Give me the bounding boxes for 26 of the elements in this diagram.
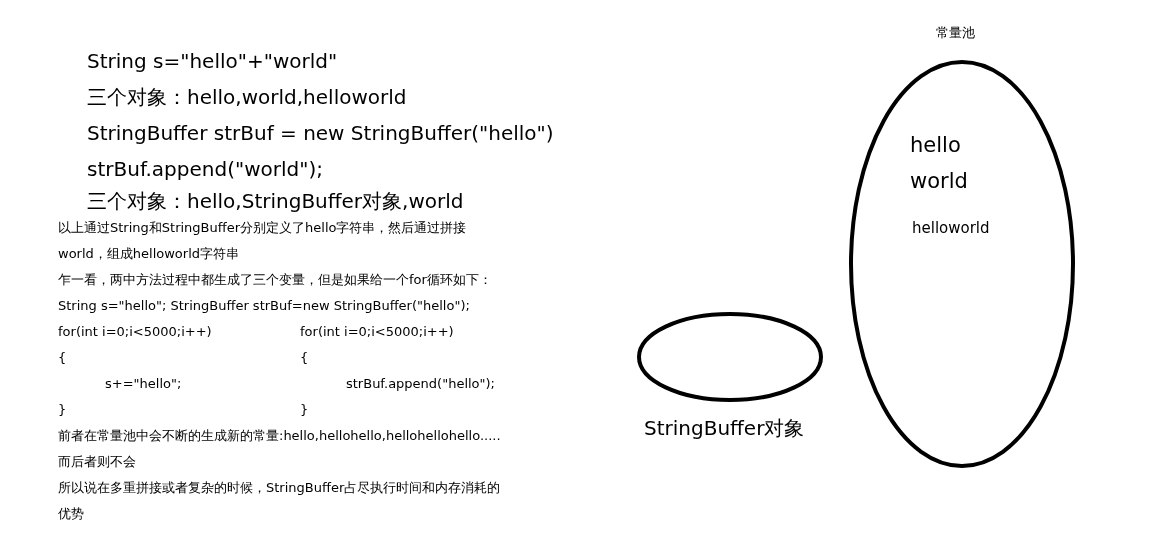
- constant-pool-ellipse: [849, 60, 1075, 468]
- text-line: {: [58, 349, 67, 367]
- object-caption: StringBuffer对象: [644, 415, 805, 442]
- code-line: strBuf.append("world");: [87, 156, 323, 183]
- text-line: 前者在常量池中会不断的生成新的常量:hello,hellohello,hellohellohello.....: [58, 427, 501, 445]
- text-line: 所以说在多重拼接或者复杂的时候，StringBuffer占尽执行时间和内存消耗的优势: [58, 479, 502, 523]
- code-line: String s="hello"+"world": [87, 48, 338, 75]
- text-line: 以上通过String和StringBuffer分别定义了hello字符串，然后通过拼接world，组成helloworld字符串: [58, 219, 468, 263]
- text-line: s+="hello";: [105, 375, 182, 393]
- text-line: 而后者则不会: [58, 453, 136, 471]
- text-line: String s="hello"; StringBuffer strBuf=new StringBuffer("hello");: [58, 297, 470, 315]
- string-constant: hello: [910, 133, 961, 157]
- text-line: 乍一看，两中方法过程中都生成了三个变量，但是如果给一个for循环如下：: [58, 271, 492, 289]
- object-ellipse: [637, 312, 823, 402]
- string-constant: world: [910, 169, 968, 193]
- text-line: for(int i=0;i<5000;i++): [58, 323, 212, 341]
- text-line: }: [300, 401, 309, 419]
- pool-heading: 常量池: [936, 24, 975, 42]
- code-line: 三个对象：hello,StringBuffer对象,world: [87, 188, 464, 215]
- text-line: for(int i=0;i<5000;i++): [300, 323, 454, 341]
- text-line: }: [58, 401, 67, 419]
- code-line: 三个对象：hello,world,helloworld: [87, 84, 407, 111]
- text-line: {: [300, 349, 309, 367]
- text-line: strBuf.append("hello");: [346, 375, 495, 393]
- code-line: StringBuffer strBuf = new StringBuffer("hello"): [87, 120, 554, 147]
- string-constant: helloworld: [912, 219, 990, 237]
